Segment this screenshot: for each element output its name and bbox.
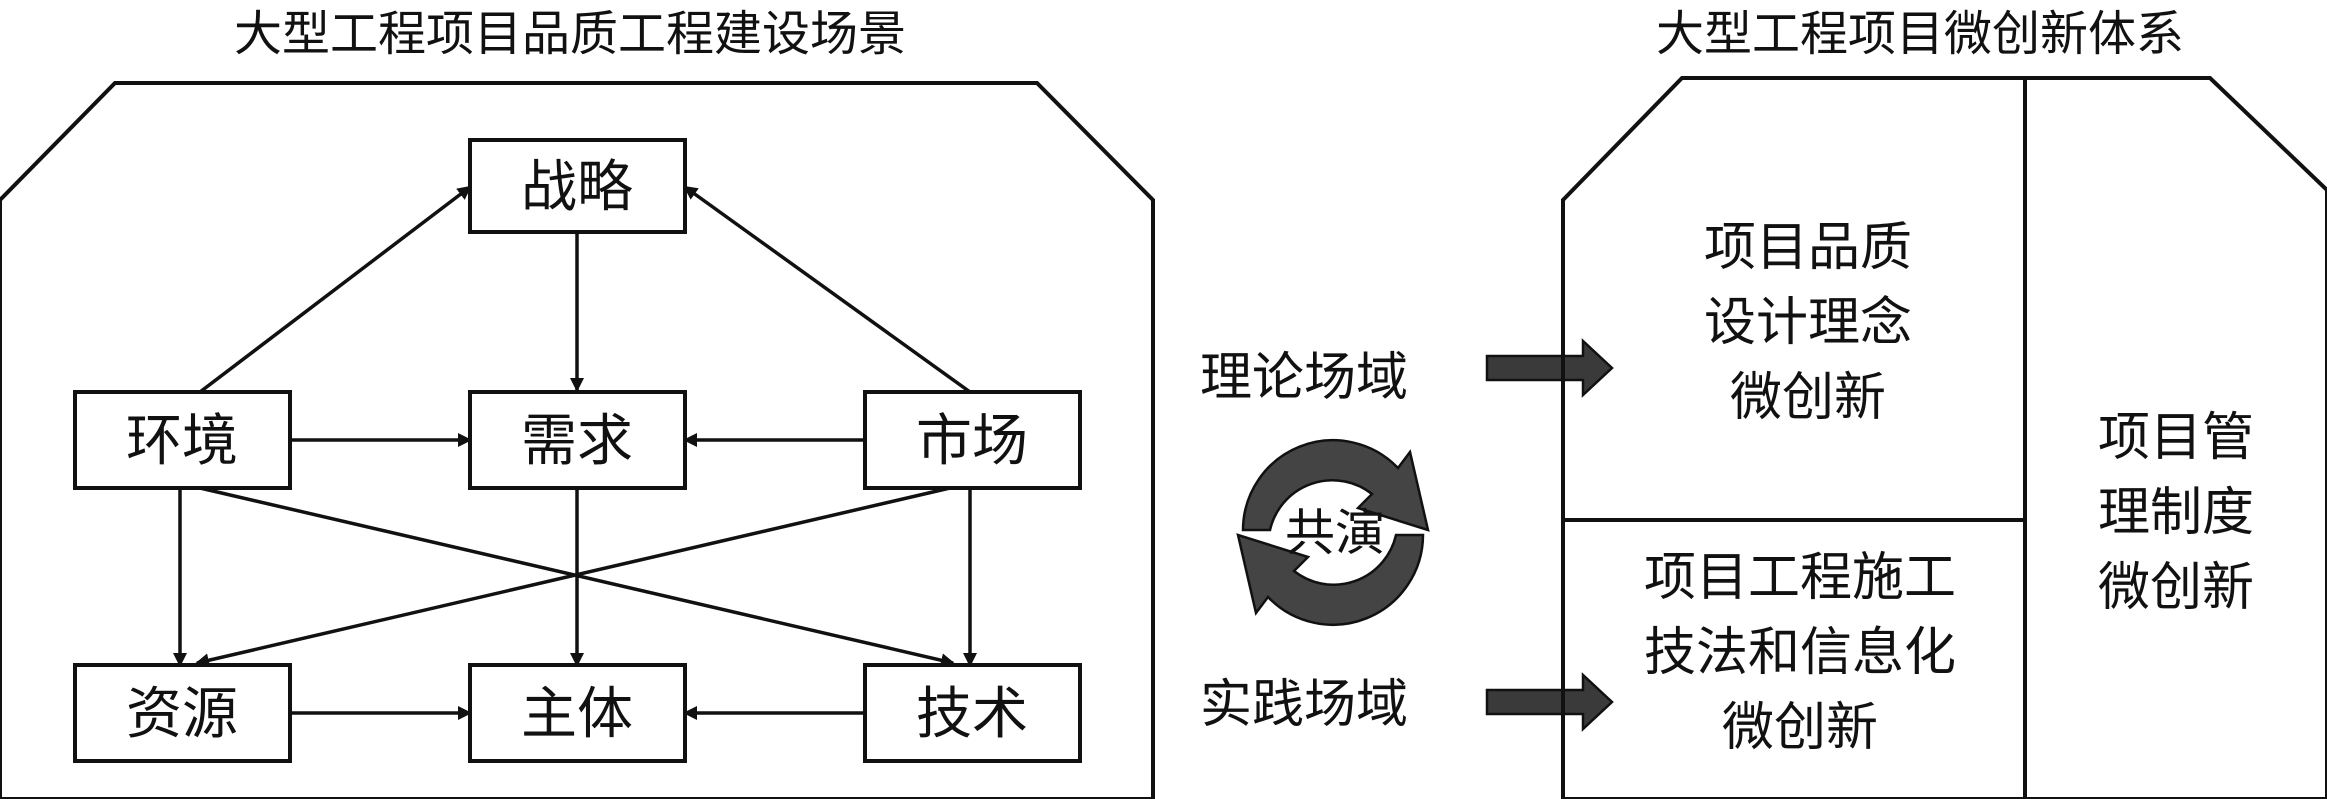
- cell-construction-line-3: 微创新: [1722, 698, 1878, 758]
- node-demand: 需求: [468, 390, 687, 490]
- node-resource-label: 资源: [126, 682, 238, 747]
- node-resource: 资源: [73, 663, 292, 763]
- right-panel-frame: [1561, 76, 2327, 799]
- cell-management-line-2: 理制度: [2098, 483, 2254, 543]
- arrow-market-to-strategy: [683, 185, 972, 394]
- node-technology: 技术: [863, 663, 1082, 763]
- node-environment-label: 环境: [126, 409, 238, 474]
- coevolution-cycle-icon: 共演: [1236, 439, 1430, 626]
- cell-construction-innovation: 项目工程施工 技法和信息化 微创新: [1644, 548, 1956, 758]
- cell-design-line-3: 微创新: [1730, 368, 1886, 428]
- cell-management-innovation: 项目管 理制度 微创新: [2098, 408, 2254, 618]
- block-arrow-theory: [1485, 338, 1614, 398]
- cell-construction-line-2: 技法和信息化: [1644, 623, 1956, 683]
- cycle-arrow-bottom: [1236, 533, 1425, 626]
- cell-management-line-3: 微创新: [2098, 558, 2254, 618]
- block-arrow-practice: [1485, 672, 1614, 732]
- left-panel-title: 大型工程项目品质工程建设场景: [234, 6, 906, 62]
- node-market: 市场: [863, 390, 1082, 490]
- theory-field-label: 理论场域: [1200, 348, 1408, 408]
- cell-design-line-1: 项目品质: [1704, 218, 1912, 278]
- left-arrows: [173, 185, 977, 720]
- cell-design-line-2: 设计理念: [1704, 293, 1912, 353]
- node-demand-label: 需求: [521, 409, 633, 474]
- left-panel-frame: [0, 81, 1155, 799]
- node-subject-label: 主体: [521, 682, 633, 747]
- cycle-arrow-top: [1241, 439, 1430, 532]
- coevolution-label: 共演: [1285, 504, 1385, 562]
- practice-field-label: 实践场域: [1200, 675, 1408, 735]
- node-subject: 主体: [468, 663, 687, 763]
- node-technology-label: 技术: [916, 682, 1028, 747]
- cell-management-line-1: 项目管: [2098, 408, 2254, 468]
- cell-design-innovation: 项目品质 设计理念 微创新: [1704, 218, 1912, 428]
- arrow-env-to-strategy: [198, 185, 472, 394]
- arrow-market-to-resource: [195, 486, 951, 668]
- node-strategy: 战略: [468, 138, 687, 234]
- node-environment: 环境: [73, 390, 292, 490]
- node-strategy-label: 战略: [521, 155, 633, 220]
- node-market-label: 市场: [916, 409, 1028, 474]
- right-panel-title: 大型工程项目微创新体系: [1656, 6, 2184, 62]
- cell-construction-line-1: 项目工程施工: [1644, 548, 1956, 608]
